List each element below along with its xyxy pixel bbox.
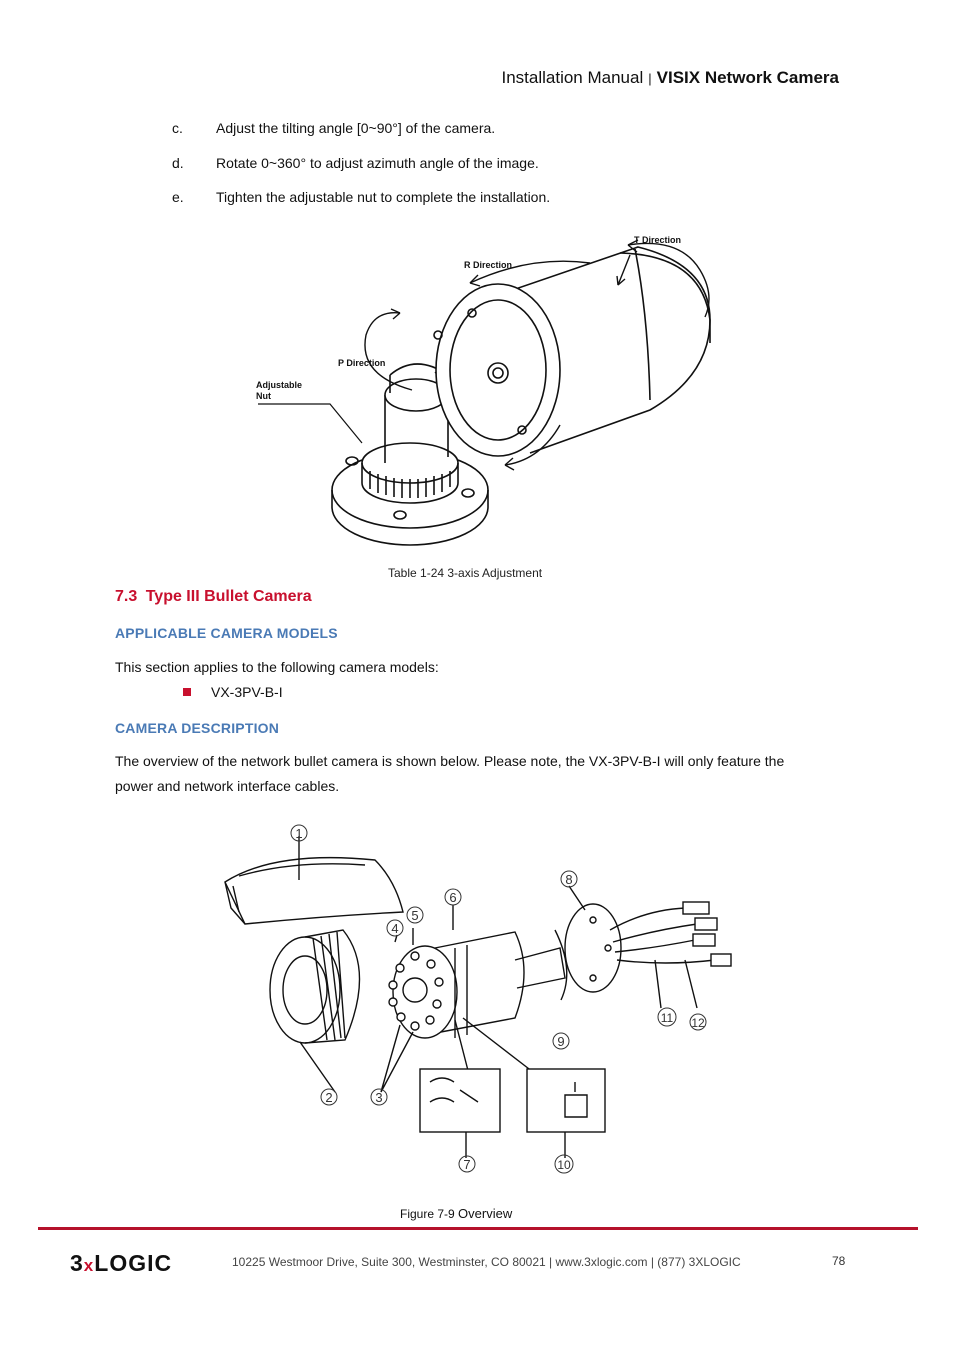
callout-3: 3: [375, 1090, 382, 1105]
callout-4: 4: [391, 921, 398, 936]
section-title: Type III Bullet Camera: [145, 588, 312, 605]
description-heading: CAMERA DESCRIPTION: [115, 720, 280, 736]
figure2-caption-text: Overview: [458, 1206, 513, 1221]
three-axis-adjustment-figure: T Direction R Direction P Direction Adju…: [256, 235, 711, 546]
header-separator: |: [648, 71, 652, 86]
callout-11: 11: [661, 1011, 674, 1025]
callout-7: 7: [463, 1157, 470, 1172]
model-name: VX-3PV-B-I: [211, 684, 283, 700]
p-direction-label: P Direction: [338, 358, 385, 368]
header-title: Installation Manual: [501, 68, 644, 87]
callout-5: 5: [411, 908, 418, 923]
page-header: Installation Manual | VISIX Network Camera: [501, 68, 839, 88]
footer-address: 10225 Westmoor Drive, Suite 300, Westmin…: [232, 1255, 741, 1269]
figure1-caption: Table 1-24 3-axis Adjustment: [388, 566, 543, 580]
step-text: Tighten the adjustable nut to complete t…: [216, 189, 551, 205]
step-text: Rotate 0~360° to adjust azimuth angle of…: [216, 155, 539, 171]
callout-10: 10: [557, 1158, 571, 1172]
callout-6: 6: [449, 890, 456, 905]
callout-2: 2: [325, 1090, 332, 1105]
nut-label: Nut: [256, 391, 271, 401]
header-product: VISIX Network Camera: [656, 68, 839, 87]
section-number: 7.3: [115, 588, 138, 605]
applicable-intro: This section applies to the following ca…: [115, 659, 439, 675]
model-list-item: VX-3PV-B-I: [183, 684, 283, 700]
adjustable-label: Adjustable: [256, 380, 302, 390]
figure2-caption: Figure 7-9 Overview: [400, 1206, 512, 1221]
step-letter: c.: [172, 120, 183, 136]
step-letter: e.: [172, 189, 184, 205]
description-line-2: power and network interface cables.: [115, 778, 340, 794]
page-number: 78: [832, 1254, 846, 1268]
step-text: Adjust the tilting angle [0~90°] of the …: [216, 120, 496, 136]
section-heading: 7.3 Type III Bullet Camera: [115, 588, 312, 606]
bullet-camera-overview-figure: 1 2 3 4 5 6 7 8 9 10 11 12: [224, 824, 732, 1174]
company-logo: 3xLOGIC: [70, 1250, 173, 1276]
callout-9: 9: [557, 1034, 564, 1049]
applicable-heading: APPLICABLE CAMERA MODELS: [115, 625, 338, 641]
footer-rule: [38, 1227, 918, 1230]
t-direction-label: T Direction: [634, 235, 681, 245]
description-line-1: The overview of the network bullet camer…: [115, 753, 785, 769]
bullet-square-icon: [183, 688, 191, 696]
callout-8: 8: [565, 872, 572, 887]
callout-12: 12: [691, 1016, 705, 1030]
callout-1: 1: [295, 826, 302, 841]
description-paragraph: The overview of the network bullet camer…: [115, 749, 855, 799]
r-direction-label: R Direction: [464, 260, 512, 270]
figure2-caption-prefix: Figure 7-9: [400, 1207, 455, 1221]
step-letter: d.: [172, 155, 184, 171]
